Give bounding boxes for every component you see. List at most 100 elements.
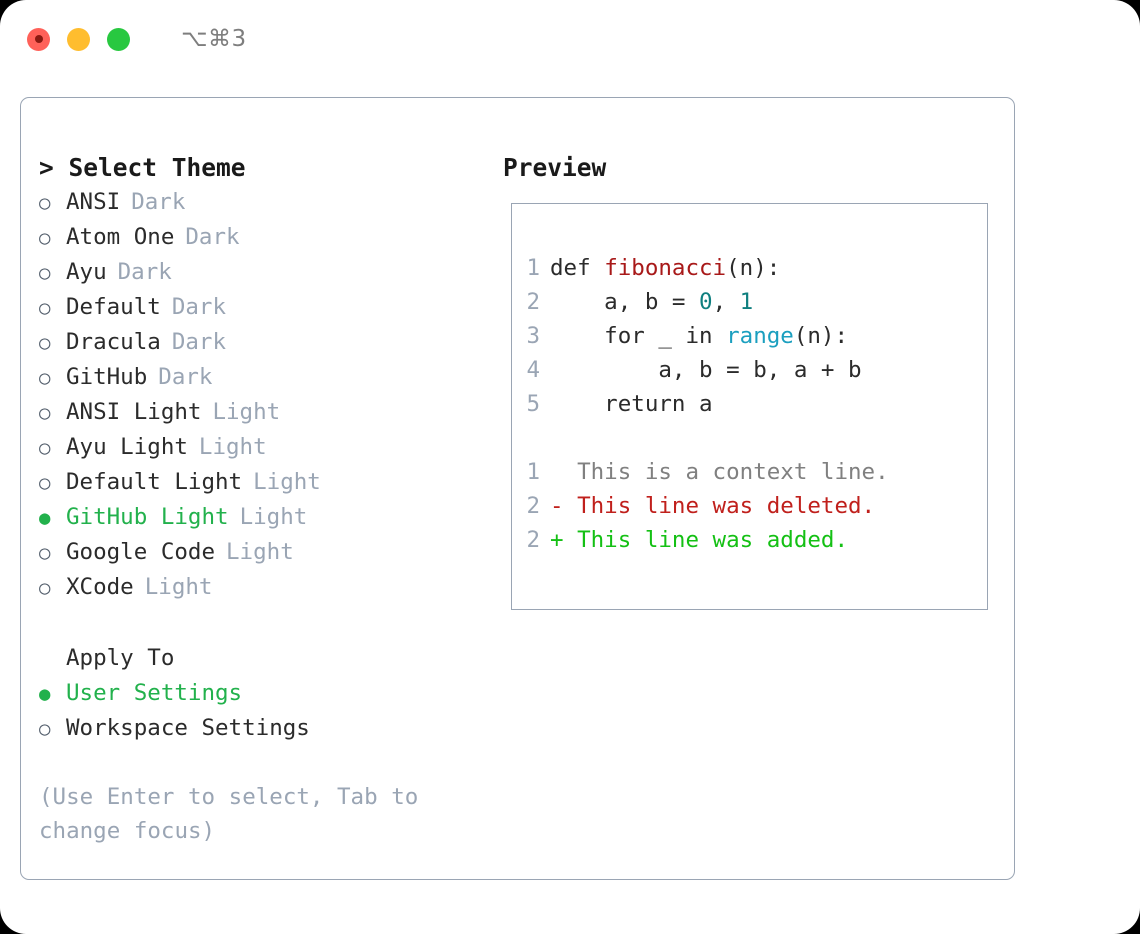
radio-unselected-icon: ○: [39, 437, 51, 459]
diff-line-text: + This line was added.: [550, 527, 849, 553]
code-token: def: [550, 255, 605, 281]
diff-line-context: 1 This is a context line.: [512, 455, 987, 489]
maximize-button[interactable]: [107, 27, 130, 51]
theme-option-xcode[interactable]: ○ XCode Light: [39, 570, 491, 605]
apply-to-option-user-settings[interactable]: ●User Settings: [39, 676, 491, 711]
preview-heading: Preview: [503, 153, 607, 182]
theme-option-label: ANSI: [66, 189, 121, 215]
apply-to-heading-row: ○ Apply To: [39, 641, 491, 676]
radio-unselected-icon: ○: [39, 297, 51, 319]
line-number: 4: [526, 357, 540, 383]
code-line: 3 for _ in range(n):: [512, 319, 987, 353]
code-token: fibonacci: [604, 255, 727, 281]
theme-option-label: GitHub: [66, 364, 148, 390]
code-token: 0: [699, 289, 713, 315]
diff-sample: 1 This is a context line.2- This line wa…: [512, 455, 987, 557]
theme-option-label: Google Code: [66, 539, 216, 565]
code-token: ,: [712, 289, 740, 315]
code-token: (n):: [726, 255, 781, 281]
line-number: 1: [526, 255, 540, 281]
code-line-content: def fibonacci(n):: [550, 251, 780, 285]
theme-option-google-code[interactable]: ○ Google Code Light: [39, 535, 491, 570]
close-button[interactable]: [27, 27, 50, 51]
code-token: a, b = b, a + b: [550, 357, 862, 383]
apply-to-option-label: Workspace Settings: [66, 715, 310, 741]
radio-unselected-icon: ○: [39, 262, 51, 284]
theme-option-tag: Light: [212, 399, 281, 425]
theme-option-dracula[interactable]: ○ Dracula Dark: [39, 325, 491, 360]
spacer: [512, 421, 987, 455]
apply-to-option-workspace-settings[interactable]: ○Workspace Settings: [39, 711, 491, 746]
theme-option-tag: Dark: [171, 329, 227, 355]
radio-unselected-icon: ○: [39, 192, 51, 214]
code-line-content: a, b = b, a + b: [550, 353, 862, 387]
theme-option-label: ANSI Light: [66, 399, 202, 425]
radio-unselected-icon: ○: [39, 367, 51, 389]
theme-option-tag: Dark: [185, 224, 240, 250]
radio-unselected-icon: ○: [39, 542, 51, 564]
code-line-content: for _ in range(n):: [550, 319, 848, 353]
code-token: 1: [739, 289, 754, 315]
theme-option-tag: Light: [198, 434, 267, 460]
line-number: 5: [526, 391, 540, 417]
code-token: a, b =: [550, 289, 700, 315]
theme-option-label: XCode: [66, 574, 134, 600]
title-bar: ⌥⌘3: [0, 0, 1140, 78]
theme-option-tag: Light: [226, 539, 294, 565]
line-number: 2: [526, 493, 540, 519]
code-token: range: [726, 323, 794, 349]
window-controls: [27, 27, 130, 51]
diff-line-added: 2 + This line was added.: [512, 523, 987, 557]
code-line-content: return a: [550, 387, 713, 421]
diff-line-deleted: 2- This line was deleted.: [512, 489, 987, 523]
theme-option-label: Ayu: [66, 259, 107, 285]
theme-option-ansi-light[interactable]: ○ ANSI Light Light: [39, 395, 491, 430]
theme-option-tag: Light: [253, 469, 321, 495]
line-number: 2: [526, 527, 540, 553]
code-line: 4 a, b = b, a + b: [512, 353, 987, 387]
theme-option-label: Ayu Light: [66, 434, 188, 460]
radio-unselected-icon: ○: [39, 472, 51, 494]
radio-selected-icon: ●: [39, 683, 51, 705]
apply-to-list[interactable]: ●User Settings○Workspace Settings: [39, 676, 491, 746]
apply-to-section: ○ Apply To ●User Settings○Workspace Sett…: [39, 641, 491, 746]
code-token: return a: [550, 391, 713, 417]
code-token: (n):: [793, 323, 849, 349]
line-number: 1: [526, 459, 540, 485]
theme-option-tag: Dark: [158, 364, 213, 390]
code-line: 2 a, b = 0, 1: [512, 285, 987, 319]
radio-unselected-icon: ○: [39, 227, 51, 249]
theme-option-label: Dracula: [66, 329, 161, 355]
apply-to-heading: Apply To: [66, 645, 175, 671]
radio-selected-icon: ●: [39, 507, 51, 529]
theme-option-tag: Dark: [117, 259, 172, 285]
theme-option-atom-one[interactable]: ○ Atom One Dark: [39, 220, 491, 255]
code-token: for _ in: [550, 323, 727, 349]
theme-option-github[interactable]: ○ GitHub Dark: [39, 360, 491, 395]
theme-option-ayu[interactable]: ○ Ayu Dark: [39, 255, 491, 290]
minimize-button[interactable]: [67, 27, 90, 51]
spacer-icon: ○: [39, 642, 66, 676]
theme-option-ayu-light[interactable]: ○ Ayu Light Light: [39, 430, 491, 465]
theme-option-tag: Light: [239, 504, 308, 530]
diff-line-text: This is a context line.: [550, 459, 889, 485]
radio-unselected-icon: ○: [39, 577, 51, 599]
line-number: 3: [526, 323, 540, 349]
theme-option-label: Atom One: [66, 224, 175, 250]
radio-unselected-icon: ○: [39, 402, 51, 424]
keyboard-hint-text: (Use Enter to select, Tab to change focu…: [39, 784, 419, 844]
radio-unselected-icon: ○: [39, 332, 51, 354]
theme-option-tag: Light: [144, 574, 213, 600]
theme-option-tag: Dark: [171, 294, 227, 320]
